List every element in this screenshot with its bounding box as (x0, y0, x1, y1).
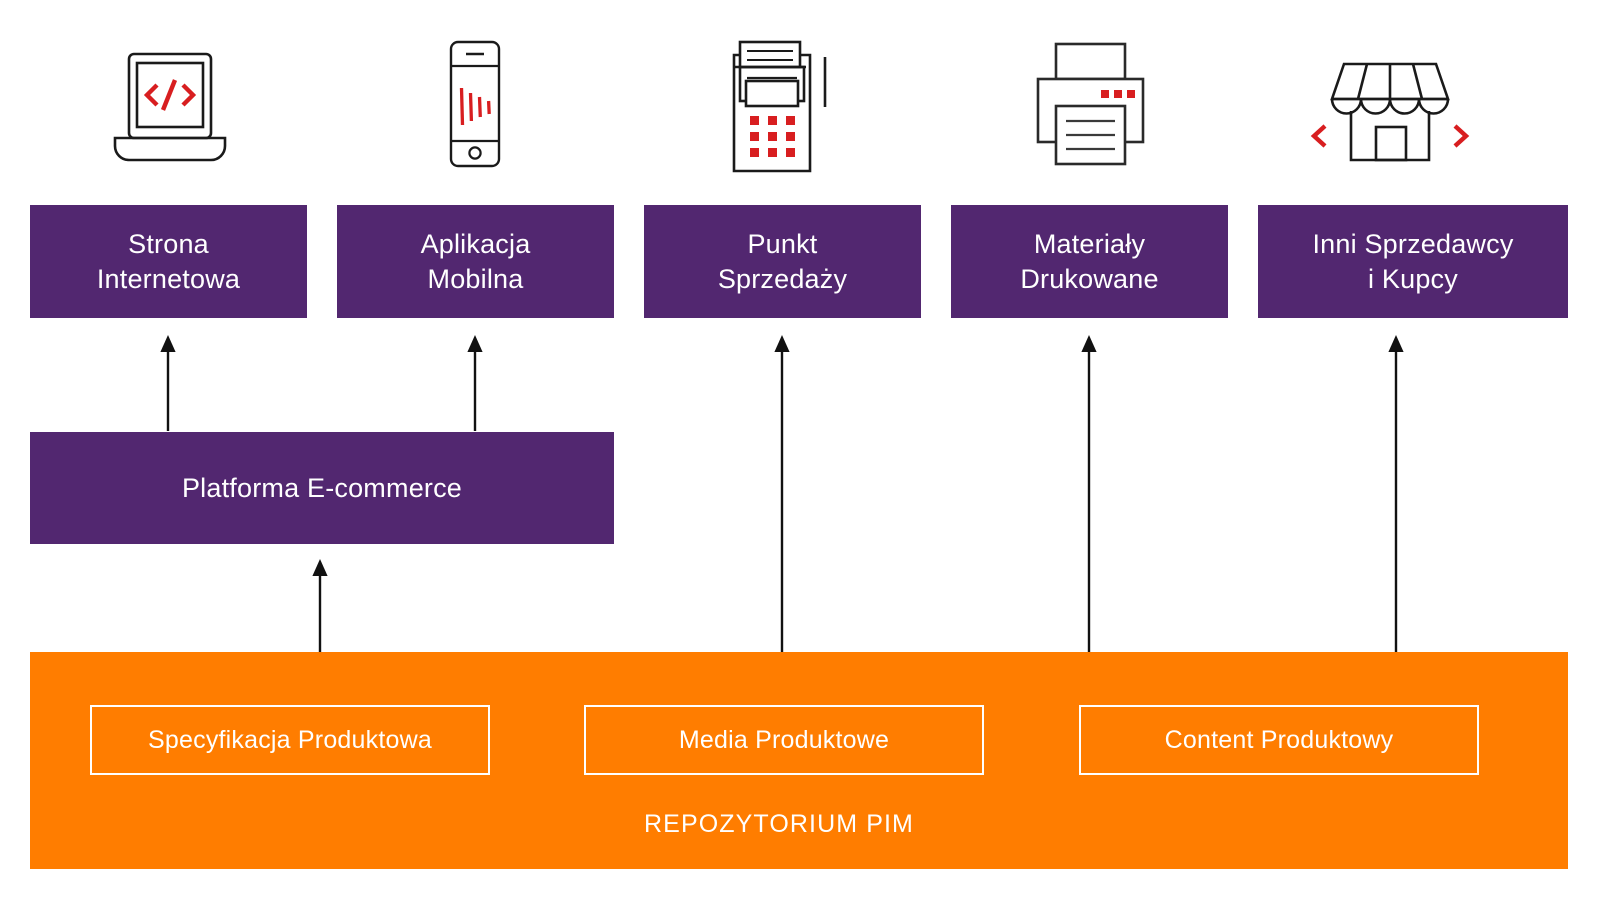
pim-chip-media-produktowe[interactable]: Media Produktowe (584, 705, 984, 775)
icon-slot-pos (710, 18, 860, 188)
flow-arrow-platforma-to-strona (155, 333, 181, 431)
pim-chip-label: Specyfikacja Produktowa (148, 725, 432, 754)
channel-box-inni-sprzedawcy-i-kupcy[interactable]: Inni Sprzedawcy i Kupcy (1258, 205, 1568, 318)
channel-label-line-2: Sprzedaży (717, 263, 848, 294)
flow-arrow-platforma-to-aplikacja (462, 333, 488, 431)
pim-chip-label: Media Produktowe (678, 725, 890, 754)
icon-slot-print-materials (1015, 18, 1165, 188)
channel-label-line-2: Drukowane (1020, 263, 1159, 294)
channel-label-line-2: i Kupcy (1368, 263, 1458, 294)
flow-arrow-pim-to-punkt-sprzedazy (769, 333, 795, 652)
pim-chip-content-produktowy[interactable]: Content Produktowy (1079, 705, 1479, 775)
channel-label-line-1: Aplikacja (420, 228, 531, 259)
icon-slot-website (95, 18, 245, 188)
pim-repository-band: Specyfikacja Produktowa Media Produktowe… (30, 652, 1568, 869)
channel-box-aplikacja-mobilna[interactable]: Aplikacja Mobilna (337, 205, 614, 318)
pim-chip-specyfikacja-produktowa[interactable]: Specyfikacja Produktowa (90, 705, 490, 775)
flow-arrow-pim-to-inni-sprzedawcy (1383, 333, 1409, 652)
laptop-code-icon (95, 38, 245, 168)
channel-label-line-2: Internetowa (96, 263, 241, 294)
channel-label-line-2: Mobilna (427, 263, 524, 294)
channel-label-line-1: Inni Sprzedawcy (1312, 228, 1514, 259)
channel-box-strona-internetowa[interactable]: Strona Internetowa (30, 205, 307, 318)
printer-icon (1028, 36, 1153, 171)
platform-box-ecommerce[interactable]: Platforma E-commerce (30, 432, 614, 544)
mobile-phone-bars-icon (420, 33, 530, 173)
channel-box-punkt-sprzedazy[interactable]: Punkt Sprzedaży (644, 205, 921, 318)
platform-label: Platforma E-commerce (181, 472, 463, 503)
pos-terminal-icon (720, 31, 850, 176)
pim-chip-label: Content Produktowy (1164, 725, 1394, 754)
icon-slot-mobile-app (400, 18, 550, 188)
icon-slot-other-sellers (1300, 18, 1480, 188)
channel-label-line-1: Materiały (1033, 228, 1146, 259)
channel-label-line-1: Strona (128, 228, 209, 259)
pim-band-caption: REPOZYTORIUM PIM (644, 810, 914, 838)
storefront-icon (1300, 36, 1480, 171)
channel-label-line-1: Punkt (747, 228, 818, 259)
flow-arrow-pim-to-materialy-drukowane (1076, 333, 1102, 652)
flow-arrow-pim-to-platforma (307, 557, 333, 652)
channel-box-materialy-drukowane[interactable]: Materiały Drukowane (951, 205, 1228, 318)
